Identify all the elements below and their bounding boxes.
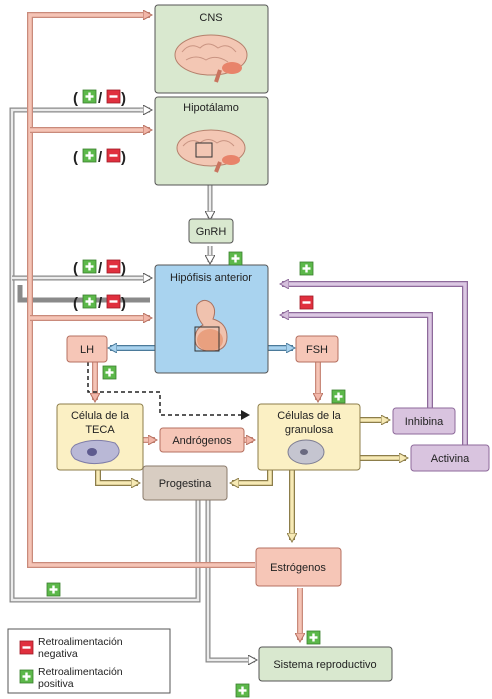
legend-negative-line2: negativa — [38, 648, 78, 660]
lh-label: LH — [80, 344, 94, 356]
plus-icon — [306, 630, 321, 645]
feedback-mark-hypothalamus: ( / ) — [73, 148, 126, 166]
progestin-to-reproductive-line — [205, 482, 255, 663]
svg-text:/: / — [98, 149, 103, 166]
gnrh-label: GnRH — [196, 226, 227, 238]
svg-text:): ) — [121, 295, 126, 312]
plus-icon — [228, 251, 243, 266]
cns-label: CNS — [199, 12, 222, 24]
theca-label-line2: TECA — [85, 424, 115, 436]
svg-text:(: ( — [73, 295, 78, 312]
legend-negative-icon — [19, 640, 34, 655]
svg-text:): ) — [121, 149, 126, 166]
svg-text:(: ( — [73, 149, 78, 166]
fsh-label: FSH — [306, 344, 328, 356]
svg-text:/: / — [98, 295, 103, 312]
reproductive-system-label: Sistema reproductivo — [273, 659, 376, 671]
granulosa-label-line1: Células de la — [277, 410, 341, 422]
fsh-node[interactable]: FSH — [295, 335, 339, 363]
feedback-mark-pituitary-2: ( / ) — [73, 294, 126, 312]
estrogens-label: Estrógenos — [270, 562, 326, 574]
plus-icon — [46, 582, 61, 597]
activin-node[interactable]: Activina — [410, 444, 490, 472]
legend-positive-line2: positiva — [38, 678, 74, 690]
legend-positive-icon — [19, 669, 34, 684]
gnrh-node[interactable]: GnRH — [188, 218, 234, 244]
feedback-mark-cns: ( / ) — [73, 89, 126, 107]
hypothalamus-label: Hipotálamo — [183, 102, 239, 114]
svg-text:/: / — [98, 90, 103, 107]
inhibin-node[interactable]: Inhibina — [392, 407, 456, 435]
progestin-node[interactable]: Progestina — [142, 465, 228, 501]
plus-icon — [299, 261, 314, 276]
theca-cell-node[interactable]: Célula de la TECA — [56, 403, 144, 471]
svg-text:): ) — [121, 260, 126, 277]
estrogens-node[interactable]: Estrógenos — [255, 547, 342, 587]
pituitary-label: Hipófisis anterior — [170, 272, 252, 284]
plus-icon — [102, 365, 117, 380]
cns-node[interactable]: CNS — [154, 4, 269, 94]
androgens-node[interactable]: Andrógenos — [159, 427, 245, 453]
brain-icon — [174, 34, 248, 83]
legend-positive-line1: Retroalimentación — [38, 666, 123, 678]
granulosa-label-line2: granulosa — [285, 424, 334, 436]
granulosa-cells-node[interactable]: Células de la granulosa — [257, 403, 361, 471]
svg-text:/: / — [98, 260, 103, 277]
minus-icon — [299, 295, 314, 310]
progestin-label: Progestina — [159, 478, 212, 490]
androgens-label: Andrógenos — [172, 435, 232, 447]
pituitary-gland-icon — [194, 299, 228, 352]
svg-text:): ) — [121, 90, 126, 107]
theca-cell-icon — [70, 439, 120, 465]
hypothalamus-node[interactable]: Hipotálamo — [154, 96, 269, 186]
plus-icon — [235, 683, 250, 698]
reproductive-system-node[interactable]: Sistema reproductivo — [258, 646, 393, 682]
pituitary-node[interactable]: Hipófisis anterior — [154, 264, 269, 374]
plus-icon — [331, 389, 346, 404]
brain-icon — [176, 129, 246, 173]
activin-label: Activina — [431, 453, 470, 465]
granulosa-cell-icon — [287, 439, 325, 465]
svg-text:(: ( — [73, 260, 78, 277]
lh-to-granulosa-dashed — [87, 362, 250, 420]
inhibin-label: Inhibina — [405, 416, 444, 428]
feedback-mark-pituitary-1: ( / ) — [73, 259, 126, 277]
svg-text:(: ( — [73, 90, 78, 107]
legend-negative-line1: Retroalimentación — [38, 636, 123, 648]
lh-node[interactable]: LH — [66, 335, 108, 363]
theca-label-line1: Célula de la — [71, 410, 130, 422]
legend: Retroalimentación negativa Retroalimenta… — [7, 628, 171, 694]
